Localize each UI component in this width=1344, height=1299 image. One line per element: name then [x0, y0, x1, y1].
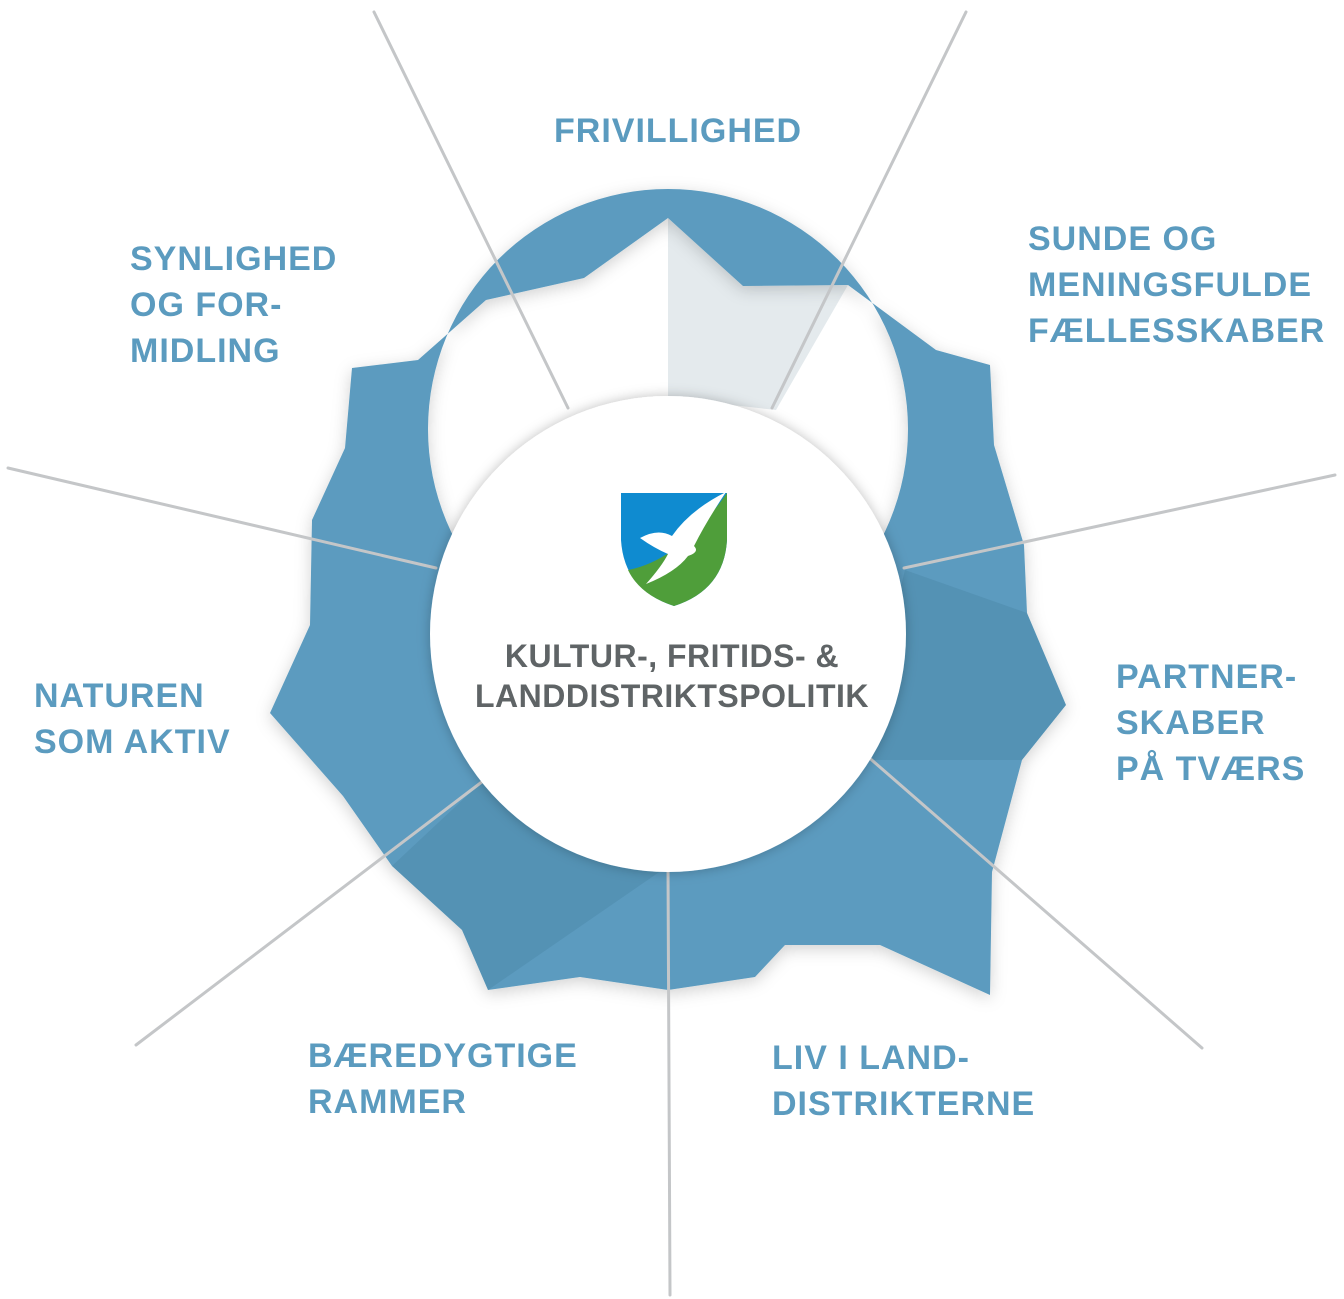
seagull-shape	[640, 492, 726, 584]
divider-line-w	[6, 466, 438, 570]
center-circle	[430, 396, 906, 872]
theme-label-liv-i-landdistrikterne: LIV I LAND- DISTRIKTERNE	[772, 1039, 1036, 1123]
divider-line-ne	[770, 10, 968, 410]
divider-lines	[6, 10, 1337, 1297]
theme-label-sunde-faellesskaber: SUNDE OG MENINGSFULDE FÆLLESSKABER	[1028, 220, 1326, 350]
theme-label-synlighed-formidling: SYNLIGHED OG FOR- MIDLING	[130, 240, 338, 370]
divider-line-s	[666, 864, 672, 1297]
theme-label-partnerskaber: PARTNER- SKABER PÅ TVÆRS	[1116, 658, 1306, 788]
divider-line-se	[856, 746, 1204, 1050]
divider-line-e	[902, 473, 1337, 570]
municipal-coat-of-arms-seagull-icon	[621, 492, 727, 606]
divider-line-nw	[372, 10, 570, 410]
theme-label-naturen-som-aktiv: NATUREN SOM AKTIV	[34, 677, 231, 761]
divider-line-sw	[134, 776, 489, 1047]
theme-label-baeredygtige-rammer: BÆREDYGTIGE RAMMER	[308, 1037, 578, 1121]
ring-segment-shading	[392, 218, 1066, 990]
center-title: KULTUR-, FRITIDS- & LANDDISTRIKTSPOLITIK	[475, 638, 869, 714]
theme-label-frivillighed: FRIVILLIGHED	[554, 112, 803, 150]
